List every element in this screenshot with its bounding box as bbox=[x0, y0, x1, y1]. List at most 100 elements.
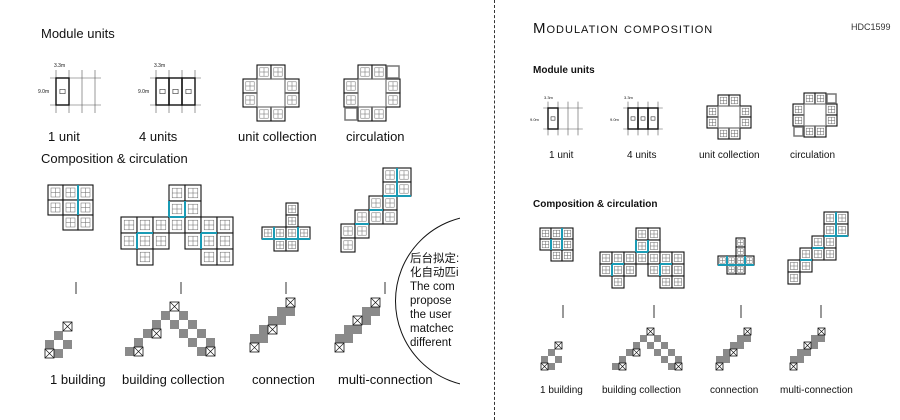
core-cross bbox=[632, 348, 641, 357]
unit-box bbox=[181, 77, 196, 106]
checker-cell bbox=[675, 356, 682, 363]
checker-cell bbox=[797, 349, 804, 356]
core-cross bbox=[729, 348, 738, 357]
label-unit-collection-right: unit collection bbox=[699, 150, 760, 161]
unit-box bbox=[637, 107, 649, 130]
checker-cell bbox=[626, 349, 633, 356]
stair-core bbox=[344, 107, 358, 121]
checker-cell bbox=[344, 334, 353, 343]
connection-plan-right bbox=[717, 237, 755, 275]
multi-connection-plan-right bbox=[787, 211, 849, 285]
connection-diagram bbox=[249, 297, 296, 353]
dim-depth-right: 9.0m bbox=[530, 117, 539, 122]
unit-furniture bbox=[172, 89, 179, 94]
composition-heading: Composition & circulation bbox=[41, 151, 188, 166]
checker-cell bbox=[188, 320, 197, 329]
core-cross bbox=[803, 341, 812, 350]
core-cross bbox=[169, 301, 180, 312]
callout-line: 后台拟定: bbox=[410, 253, 460, 265]
checker-cell bbox=[723, 356, 730, 363]
unit-furniture bbox=[185, 89, 192, 94]
core-cross bbox=[789, 362, 798, 371]
core-cross bbox=[151, 328, 162, 339]
unit-box bbox=[627, 107, 639, 130]
multi-connection-diagram bbox=[334, 297, 381, 353]
core-cross bbox=[646, 327, 655, 336]
core-cross bbox=[370, 297, 381, 308]
multi-connection-diagram-right bbox=[789, 327, 826, 371]
label-connection: connection bbox=[252, 372, 315, 387]
checker-cell bbox=[654, 349, 661, 356]
checker-cell bbox=[161, 311, 170, 320]
one-unit-drawing-right bbox=[543, 101, 583, 136]
core-cross bbox=[352, 315, 363, 326]
checker-cell bbox=[277, 316, 286, 325]
core-cross bbox=[674, 362, 683, 371]
unit-box bbox=[155, 77, 170, 106]
checker-cell bbox=[555, 356, 562, 363]
composition-heading-right: Composition & circulation bbox=[533, 199, 658, 210]
callout-line: different bbox=[410, 337, 452, 349]
callout-text: 后台拟定: 化自动匹i The com propose the user mat… bbox=[410, 252, 459, 350]
label-1-unit: 1 unit bbox=[48, 129, 80, 144]
courtyard bbox=[803, 103, 827, 127]
core-cross bbox=[743, 327, 752, 336]
core-cross bbox=[285, 297, 296, 308]
checker-cell bbox=[744, 335, 751, 342]
checker-cell bbox=[197, 329, 206, 338]
checker-cell bbox=[730, 342, 737, 349]
checker-cell bbox=[206, 338, 215, 347]
project-code: HDC1599 bbox=[851, 22, 891, 32]
checker-cell bbox=[277, 307, 286, 316]
callout-line: propose bbox=[410, 295, 452, 307]
checker-cell bbox=[668, 349, 675, 356]
unit-box bbox=[55, 77, 70, 106]
unit-box bbox=[168, 77, 183, 106]
checker-cell bbox=[335, 334, 344, 343]
checker-cell bbox=[286, 307, 295, 316]
dim-depth-right-4: 9.0m bbox=[610, 117, 619, 122]
one-building-diagram bbox=[44, 321, 73, 359]
checker-cell bbox=[668, 363, 675, 370]
label-building-collection: building collection bbox=[122, 372, 225, 387]
four-units-drawing-right bbox=[623, 101, 663, 136]
module-units-heading: Module units bbox=[41, 26, 115, 41]
checker-cell bbox=[179, 311, 188, 320]
core-cross bbox=[715, 362, 724, 371]
checker-cell bbox=[362, 316, 371, 325]
checker-cell bbox=[143, 329, 152, 338]
checker-cell bbox=[640, 335, 647, 342]
checker-cell bbox=[661, 342, 668, 349]
dim-depth-4: 9.0m bbox=[138, 89, 150, 95]
callout-line: 化自动匹i bbox=[410, 267, 459, 279]
label-4-units: 4 units bbox=[139, 129, 178, 144]
checker-cell bbox=[125, 347, 134, 356]
circulation-drawing bbox=[343, 64, 401, 122]
callout-line: matchec bbox=[410, 323, 454, 335]
unit-furniture bbox=[630, 116, 636, 121]
checker-cell bbox=[179, 329, 188, 338]
dim-width: 3.3m bbox=[54, 63, 66, 69]
module-units-heading-right: Module units bbox=[533, 65, 595, 76]
checker-cell bbox=[654, 335, 661, 342]
label-1-unit-right: 1 unit bbox=[549, 150, 574, 161]
unit-box bbox=[547, 107, 559, 130]
left-panel: Module units 3.3m 9.0m 3.3m 9.0m 1 unit … bbox=[38, 26, 460, 387]
checker-cell bbox=[790, 356, 797, 363]
unit-collection-drawing bbox=[242, 64, 300, 122]
one-building-plan bbox=[47, 184, 94, 231]
checker-cell bbox=[818, 335, 825, 342]
checker-cell bbox=[661, 356, 668, 363]
checker-cell bbox=[259, 334, 268, 343]
label-circulation: circulation bbox=[346, 129, 405, 144]
unit-furniture bbox=[550, 116, 556, 121]
courtyard bbox=[717, 105, 741, 129]
checker-cell bbox=[259, 325, 268, 334]
courtyard bbox=[256, 78, 286, 108]
building-collection-plan bbox=[120, 184, 234, 266]
core-cross bbox=[540, 362, 549, 371]
core-cross bbox=[133, 346, 144, 357]
core-cross bbox=[267, 324, 278, 335]
checker-cell bbox=[541, 356, 548, 363]
